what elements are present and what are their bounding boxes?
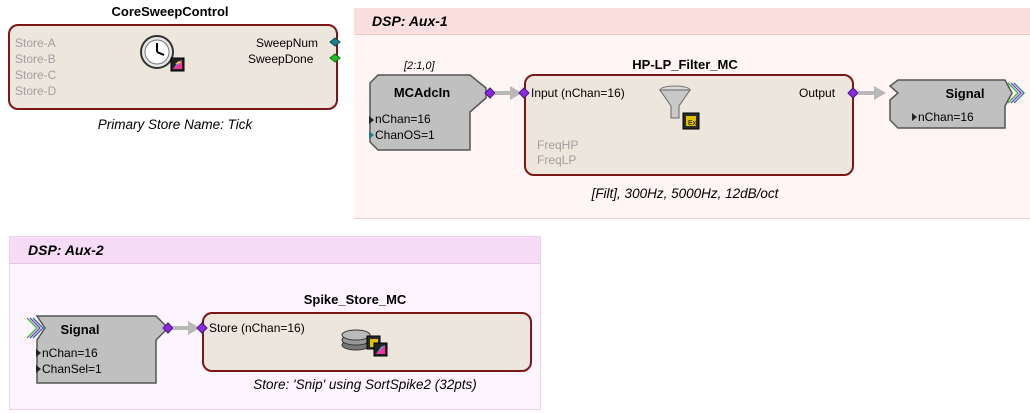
- sweepdone-port-label: SweepDone: [248, 52, 314, 66]
- filter-freqlp-param: FreqLP: [537, 153, 577, 167]
- aux2-signal-input-icon: [26, 317, 44, 339]
- aux2-signal-output-port[interactable]: [162, 322, 174, 334]
- aux1-signal-nchan-param: nChan=16: [918, 110, 974, 124]
- aux1-signal-nchan-port[interactable]: [912, 113, 917, 121]
- adc-chanos-param: ChanOS=1: [375, 128, 435, 142]
- adc-title: MCAdcIn: [393, 85, 451, 100]
- core-sweep-title: CoreSweepControl: [111, 4, 229, 19]
- store-caption: Store: 'Snip' using SortSpike2 (32pts): [253, 377, 477, 392]
- adc-chanos-port[interactable]: [369, 131, 374, 139]
- store-a-label: Store-A: [15, 36, 56, 50]
- core-sweep-caption: Primary Store Name: Tick: [97, 117, 253, 132]
- filter-output-port[interactable]: [847, 87, 859, 99]
- filter-title: HP-LP_Filter_MC: [632, 57, 738, 72]
- filter-freqhp-param: FreqHP: [537, 138, 579, 152]
- svg-text:Ex: Ex: [688, 120, 697, 127]
- aux2-signal-chansel-port[interactable]: [36, 365, 41, 373]
- disk-stack-icon: [341, 329, 388, 357]
- aux2-signal-chansel-param: ChanSel=1: [42, 362, 102, 376]
- filter-output-label: Output: [799, 86, 836, 100]
- store-d-label: Store-D: [15, 84, 57, 98]
- funnel-icon: Ex: [659, 85, 700, 130]
- store-c-label: Store-C: [15, 68, 57, 82]
- store-title: Spike_Store_MC: [303, 292, 407, 307]
- aux1-signal-title: Signal: [945, 86, 985, 101]
- aux1-title: DSP: Aux-1: [354, 8, 1030, 35]
- adc-index: [2:1,0]: [404, 60, 435, 72]
- adc-nchan-param: nChan=16: [375, 112, 431, 126]
- store-input-port[interactable]: [196, 322, 208, 334]
- adc-output-port[interactable]: [484, 87, 496, 99]
- store-b-label: Store-B: [15, 52, 56, 66]
- sweepdone-port[interactable]: [329, 53, 341, 63]
- adc-nchan-port[interactable]: [369, 116, 374, 124]
- store-input-label: Store (nChan=16): [209, 321, 305, 335]
- clock-icon: [140, 35, 185, 72]
- filter-caption: [Filt], 300Hz, 5000Hz, 12dB/oct: [591, 186, 779, 201]
- filter-input-label: Input (nChan=16): [531, 86, 625, 100]
- aux2-signal-nchan-param: nChan=16: [42, 346, 98, 360]
- aux2-signal-nchan-port[interactable]: [36, 349, 41, 357]
- filter-input-port[interactable]: [518, 87, 530, 99]
- sweepnum-port-label: SweepNum: [256, 36, 319, 50]
- sweepnum-port[interactable]: [329, 37, 341, 47]
- aux2-signal-title: Signal: [60, 322, 100, 337]
- aux2-title: DSP: Aux-2: [10, 237, 540, 264]
- aux1-signal-output-icon: [1007, 82, 1025, 104]
